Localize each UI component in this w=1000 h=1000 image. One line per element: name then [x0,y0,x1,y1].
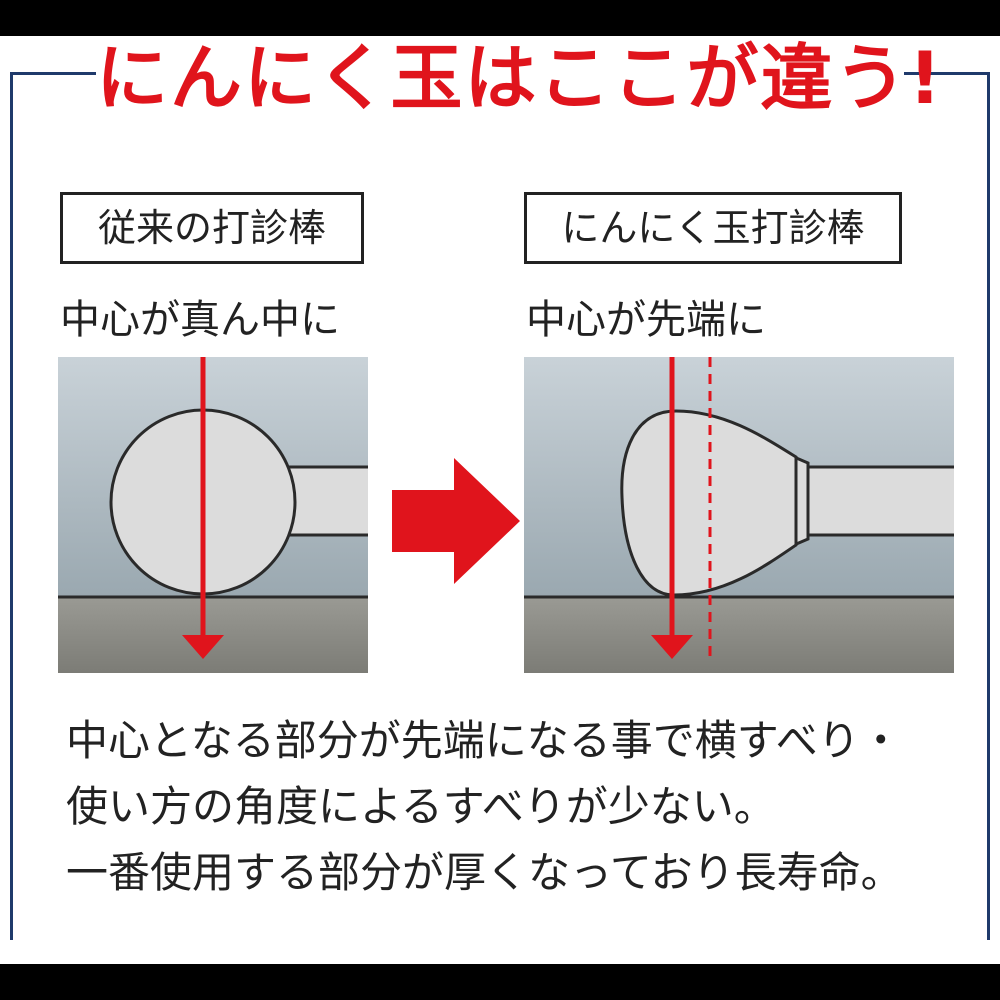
diagram-conventional [58,357,368,673]
ground [524,597,954,673]
page-title: にんにく玉はここが違う! [96,36,944,120]
handle [806,465,954,537]
label-conventional: 従来の打診棒 [60,192,364,264]
handle [286,465,368,537]
label-garlic-ball: にんにく玉打診棒 [524,192,902,264]
caption-garlic-ball: 中心が先端に [526,297,766,343]
description-line-2: 使い方の角度によるすべりが少ない。 [66,782,776,831]
diagram-garlic-ball [524,357,954,673]
title-backdrop [96,46,904,116]
description: 中心となる部分が先端になる事で横すべり・ 使い方の角度によるすべりが少ない。 一… [66,708,966,906]
arrow-down-icon [651,635,693,659]
arrow-right-icon [392,458,520,584]
arrow-down-icon [182,635,224,659]
description-line-1: 中心となる部分が先端になる事で横すべり・ [66,716,902,765]
garlic-ball-tool-illustration [524,357,954,673]
caption-conventional: 中心が真ん中に [60,297,340,343]
conventional-tool-illustration [58,357,368,673]
description-line-3: 一番使用する部分が厚くなっており長寿命。 [66,848,903,897]
